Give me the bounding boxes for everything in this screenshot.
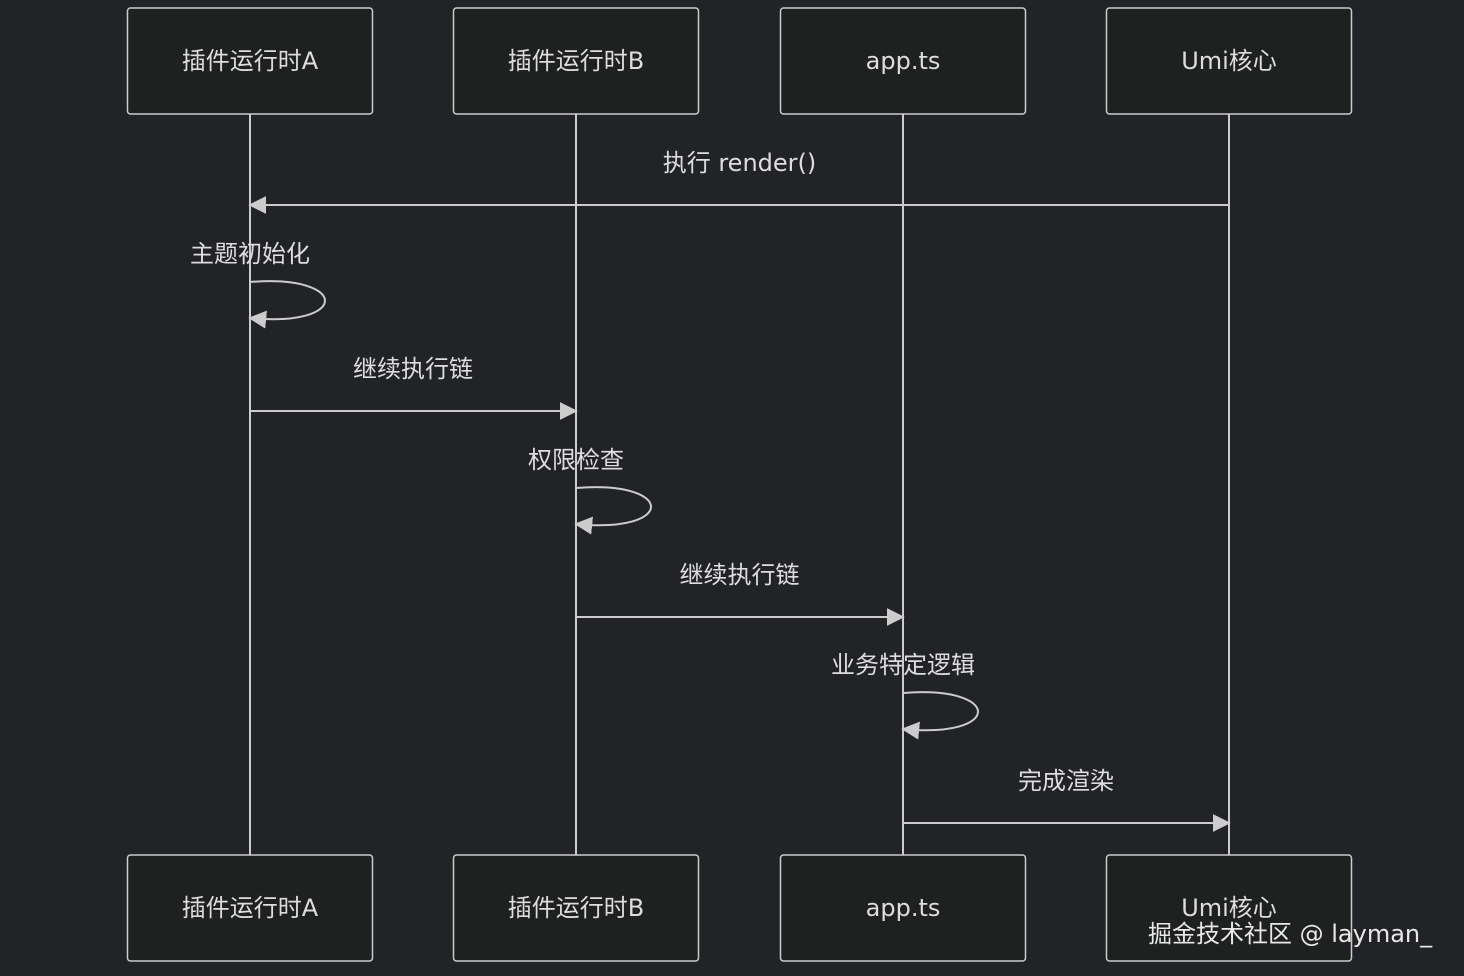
message-1: 执行 render() <box>248 149 1229 214</box>
actor-box <box>1105 854 1353 962</box>
self-message-4: 权限检查 <box>528 446 652 535</box>
self-message-6: 业务特定逻辑 <box>831 651 979 740</box>
actor-top-pluginB: 插件运行时B <box>452 7 700 115</box>
actor-label: Umi核心 <box>1181 894 1277 922</box>
message-label: 主题初始化 <box>190 240 310 268</box>
message-label: 完成渲染 <box>1018 767 1114 795</box>
message-label: 继续执行链 <box>680 561 800 589</box>
actor-box <box>452 854 700 962</box>
actor-box <box>779 854 1027 962</box>
watermark: 掘金技术社区 @ layman_ <box>1148 920 1433 948</box>
message-3: 继续执行链 <box>250 355 578 420</box>
actor-bottom-pluginA: 插件运行时A <box>126 854 374 962</box>
actor-top-umi: Umi核心 <box>1105 7 1353 115</box>
actor-bottom-app: app.ts <box>779 854 1027 962</box>
actor-label: app.ts <box>866 47 941 75</box>
actor-box <box>126 7 374 115</box>
actor-label: 插件运行时A <box>182 47 319 75</box>
actor-box <box>1105 7 1353 115</box>
actor-bottom-pluginB: 插件运行时B <box>452 854 700 962</box>
self-message-arrow <box>574 486 652 535</box>
actor-label: 插件运行时A <box>182 894 319 922</box>
message-5: 继续执行链 <box>576 561 905 626</box>
message-label: 执行 render() <box>663 149 817 177</box>
actor-top-app: app.ts <box>779 7 1027 115</box>
self-message-arrow <box>901 691 979 740</box>
actor-top-pluginA: 插件运行时A <box>126 7 374 115</box>
self-message-2: 主题初始化 <box>190 240 326 329</box>
actor-bottom-umi: Umi核心 <box>1105 854 1353 962</box>
actor-box <box>452 7 700 115</box>
actor-label: 插件运行时B <box>508 47 644 75</box>
message-7: 完成渲染 <box>903 767 1231 832</box>
message-label: 业务特定逻辑 <box>831 651 975 679</box>
self-message-arrow <box>248 280 326 329</box>
actor-box <box>779 7 1027 115</box>
actor-label: app.ts <box>866 894 941 922</box>
actor-box <box>126 854 374 962</box>
actor-label: Umi核心 <box>1181 47 1277 75</box>
actor-label: 插件运行时B <box>508 894 644 922</box>
message-label: 权限检查 <box>528 446 624 474</box>
message-label: 继续执行链 <box>353 355 473 383</box>
